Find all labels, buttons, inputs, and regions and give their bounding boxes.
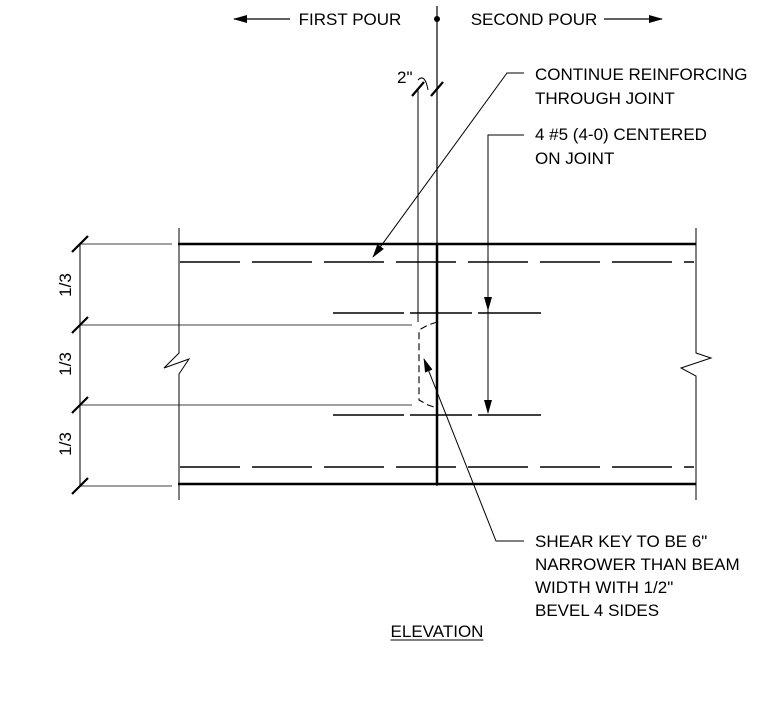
depth-dimension: 1/3 1/3 1/3 xyxy=(56,235,412,495)
joint-offset-leader xyxy=(417,77,429,91)
shear-key-outline xyxy=(418,321,438,409)
shear-key-note-line3: WIDTH WITH 1/2" xyxy=(535,578,673,597)
bars-leader-top xyxy=(484,134,524,311)
shear-key-note-line1: SHEAR KEY TO BE 6" xyxy=(535,532,707,551)
joint-bars xyxy=(333,312,541,416)
third-label-bottom: 1/3 xyxy=(56,432,75,456)
shear-key-note-line4: BEVEL 4 SIDES xyxy=(535,601,659,620)
shear-key-note-line2: NARROWER THAN BEAM xyxy=(535,555,740,574)
third-label-top: 1/3 xyxy=(56,273,75,297)
reinforcing-note-line2: THROUGH JOINT xyxy=(535,89,675,108)
left-break-line xyxy=(163,228,191,500)
third-label-middle: 1/3 xyxy=(56,352,75,376)
joint-offset-ticks xyxy=(411,81,444,97)
bars-note-line2: ON JOINT xyxy=(535,149,614,168)
reinforcing-note-line1: CONTINUE REINFORCING xyxy=(535,65,748,84)
right-break-line xyxy=(679,228,713,500)
reinforcing-leader xyxy=(372,72,524,258)
first-pour-label: FIRST POUR xyxy=(299,10,402,29)
pour-header: FIRST POUR SECOND POUR xyxy=(233,10,663,29)
view-title: ELEVATION xyxy=(391,622,484,641)
beam-elevation xyxy=(163,228,713,500)
joint-offset-dimension: 2" xyxy=(397,68,413,87)
second-pour-label: SECOND POUR xyxy=(471,10,598,29)
bars-note-line1: 4 #5 (4-0) CENTERED xyxy=(535,125,707,144)
shear-key-leader xyxy=(423,358,524,542)
